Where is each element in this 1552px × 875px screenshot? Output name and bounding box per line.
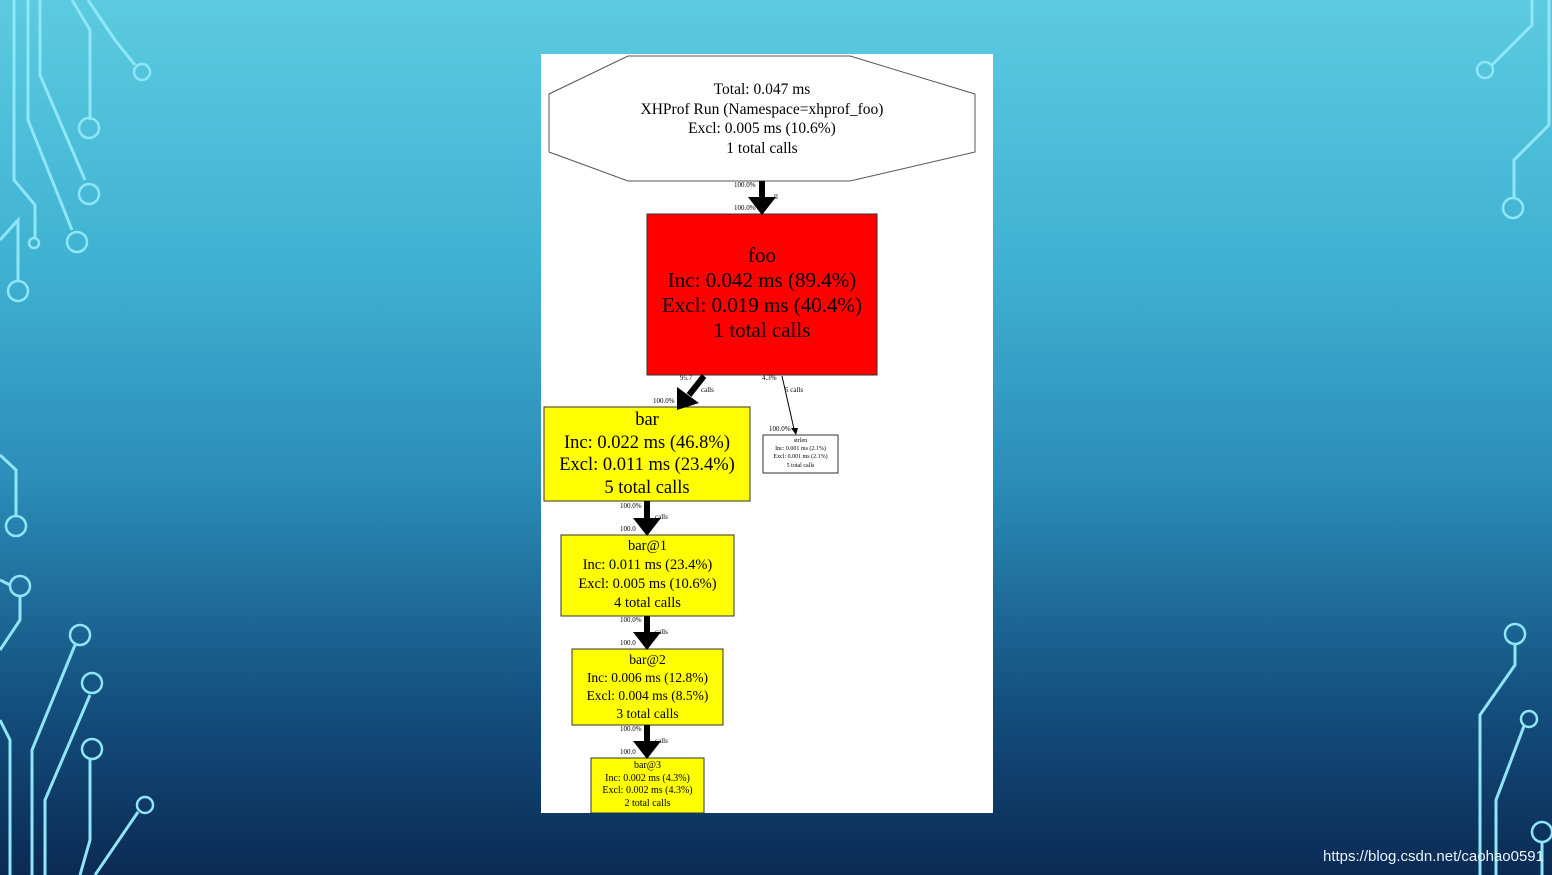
- node-excl: Excl: 0.005 ms (10.6%): [561, 575, 734, 594]
- root-excl: Excl: 0.005 ms (10.6%): [549, 119, 975, 139]
- node-bar-1: bar@1 Inc: 0.011 ms (23.4%) Excl: 0.005 …: [561, 537, 734, 613]
- node-calls: 2 total calls: [591, 798, 704, 811]
- edge-label-bar-bar1-top: 100.0%: [620, 502, 642, 510]
- edge-label-foo-strlen-suffix: 5 calls: [785, 386, 803, 394]
- node-foo: foo Inc: 0.042 ms (89.4%) Excl: 0.019 ms…: [647, 243, 877, 343]
- node-bar-2: bar@2 Inc: 0.006 ms (12.8%) Excl: 0.004 …: [572, 651, 723, 723]
- edge-label-bar2-bar3-bottom: 100.0: [620, 748, 636, 756]
- edge-label-bar1-bar2-bottom: 100.0: [620, 639, 636, 647]
- node-excl: Excl: 0.019 ms (40.4%): [647, 293, 877, 318]
- edge-label-root-foo-top: 100.0%: [734, 181, 756, 189]
- call-graph: Total: 0.047 ms XHProf Run (Namespace=xh…: [541, 54, 993, 813]
- root-total: Total: 0.047 ms: [549, 80, 975, 100]
- node-bar-3: bar@3 Inc: 0.002 ms (4.3%) Excl: 0.002 m…: [591, 760, 704, 811]
- node-calls: 3 total calls: [572, 705, 723, 723]
- edge-label-foo-strlen-top: 4.3%: [762, 374, 777, 382]
- root-node: Total: 0.047 ms XHProf Run (Namespace=xh…: [549, 80, 975, 158]
- node-calls: 1 total calls: [647, 318, 877, 343]
- edge-label-bar2-bar3-suffix: calls: [655, 737, 668, 745]
- root-calls: 1 total calls: [549, 139, 975, 159]
- edge-label-bar1-bar2-top: 100.0%: [620, 616, 642, 624]
- node-inc: Inc: 0.006 ms (12.8%): [572, 669, 723, 687]
- root-run-title: XHProf Run (Namespace=xhprof_foo): [549, 100, 975, 120]
- edge-label-foo-bar-bottom: 100.0%: [653, 397, 675, 405]
- edge-label-foo-bar-top: 95.7: [680, 374, 692, 382]
- circuit-decoration-right: [1432, 0, 1552, 875]
- node-inc: Inc: 0.022 ms (46.8%): [544, 432, 750, 455]
- edge-label-bar-bar1-bottom: 100.0: [620, 525, 636, 533]
- node-name: strlen: [763, 437, 838, 445]
- node-name: bar@2: [572, 651, 723, 669]
- node-calls: 5 total calls: [763, 462, 838, 470]
- node-name: bar@3: [591, 760, 704, 773]
- node-calls: 5 total calls: [544, 477, 750, 500]
- edge-label-bar-bar1-suffix: calls: [655, 513, 668, 521]
- edge-label-root-foo-bottom: 100.0%: [734, 204, 756, 212]
- edge-label-foo-bar-suffix: calls: [701, 386, 714, 394]
- watermark-url: https://blog.csdn.net/caohao0591: [1323, 848, 1544, 865]
- edge-label-bar2-bar3-top: 100.0%: [620, 725, 642, 733]
- node-inc: Inc: 0.042 ms (89.4%): [647, 268, 877, 293]
- circuit-decoration-left: [0, 0, 170, 875]
- node-name: bar: [544, 409, 750, 432]
- node-excl: Excl: 0.001 ms (2.1%): [763, 453, 838, 461]
- edge-label-bar1-bar2-suffix: calls: [655, 628, 668, 636]
- node-inc: Inc: 0.002 ms (4.3%): [591, 773, 704, 786]
- node-inc: Inc: 0.011 ms (23.4%): [561, 556, 734, 575]
- node-excl: Excl: 0.002 ms (4.3%): [591, 785, 704, 798]
- node-calls: 4 total calls: [561, 594, 734, 613]
- node-excl: Excl: 0.004 ms (8.5%): [572, 687, 723, 705]
- node-bar: bar Inc: 0.022 ms (46.8%) Excl: 0.011 ms…: [544, 409, 750, 499]
- edge-label-foo-strlen-bottom: 100.0%: [769, 425, 791, 433]
- node-inc: Inc: 0.001 ms (2.1%): [763, 445, 838, 453]
- node-name: foo: [647, 243, 877, 268]
- node-name: bar@1: [561, 537, 734, 556]
- node-excl: Excl: 0.011 ms (23.4%): [544, 454, 750, 477]
- edge-label-root-foo-suffix: ll: [774, 193, 778, 201]
- node-strlen: strlen Inc: 0.001 ms (2.1%) Excl: 0.001 …: [763, 437, 838, 470]
